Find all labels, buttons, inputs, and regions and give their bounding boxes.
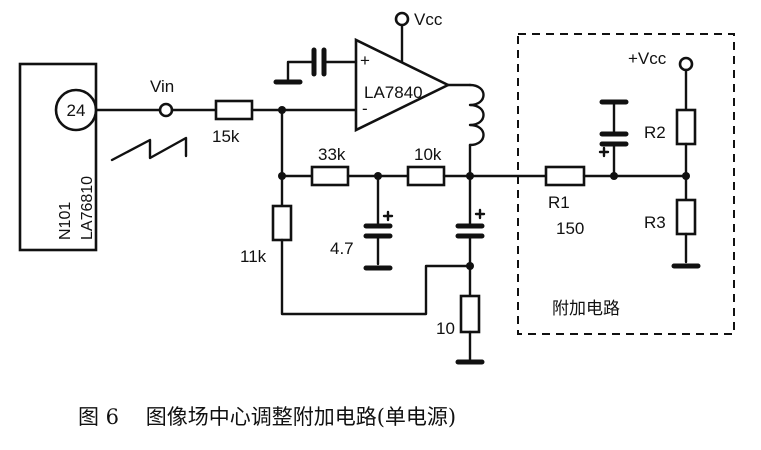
vin-label: Vin — [150, 77, 174, 96]
output-cap-polarity — [474, 208, 486, 220]
vcc-terminal — [394, 11, 410, 27]
cap-4-7-label: 4.7 — [330, 239, 354, 258]
aux-vcc-terminal — [678, 56, 694, 72]
aux-vcc-label: +Vcc — [628, 49, 667, 68]
ic-part-number: LA76810 — [79, 176, 96, 240]
resistor-10k-label: 10k — [414, 145, 442, 164]
ic-pin-number: 24 — [67, 101, 86, 120]
resistor-10k — [406, 165, 446, 187]
wire-plus-to-ground — [286, 60, 314, 82]
ic-n101: 24 N101 LA76810 — [18, 62, 98, 252]
vin-terminal — [158, 102, 174, 118]
resistor-15k-label: 15k — [212, 127, 240, 146]
figure-caption: 图 6 图像场中心调整附加电路(单电源) — [78, 405, 456, 429]
resistor-r3-label: R3 — [644, 213, 666, 232]
resistor-r3 — [675, 198, 697, 236]
wire-11k-return — [280, 238, 472, 316]
resistor-10-ohm — [459, 294, 481, 334]
deflection-coil — [468, 83, 485, 147]
junction-return — [466, 262, 474, 270]
amp-minus-sign: - — [362, 99, 368, 118]
resistor-11k — [271, 204, 293, 242]
cap-4-7-polarity — [382, 210, 394, 222]
extra-circuit-boundary — [517, 33, 735, 335]
extra-cap-polarity — [598, 146, 610, 158]
resistor-r2-label: R2 — [644, 123, 666, 142]
vcc-label: Vcc — [414, 10, 443, 29]
sawtooth-waveform — [110, 136, 188, 162]
resistor-r2 — [675, 108, 697, 146]
extra-circuit-label: 附加电路 — [552, 299, 620, 318]
resistor-33k-label: 33k — [318, 145, 346, 164]
amp-part-label: LA7840 — [364, 83, 423, 102]
resistor-r1-label: R1 — [548, 193, 570, 212]
resistor-r1-value: 150 — [556, 219, 584, 238]
amp-plus-sign: + — [360, 51, 370, 70]
resistor-r1 — [544, 165, 586, 187]
resistor-11k-label: 11k — [240, 247, 267, 266]
resistor-33k — [310, 165, 350, 187]
resistor-15k — [214, 99, 254, 121]
ic-name: N101 — [57, 202, 74, 240]
resistor-10-ohm-label: 10 — [436, 319, 455, 338]
